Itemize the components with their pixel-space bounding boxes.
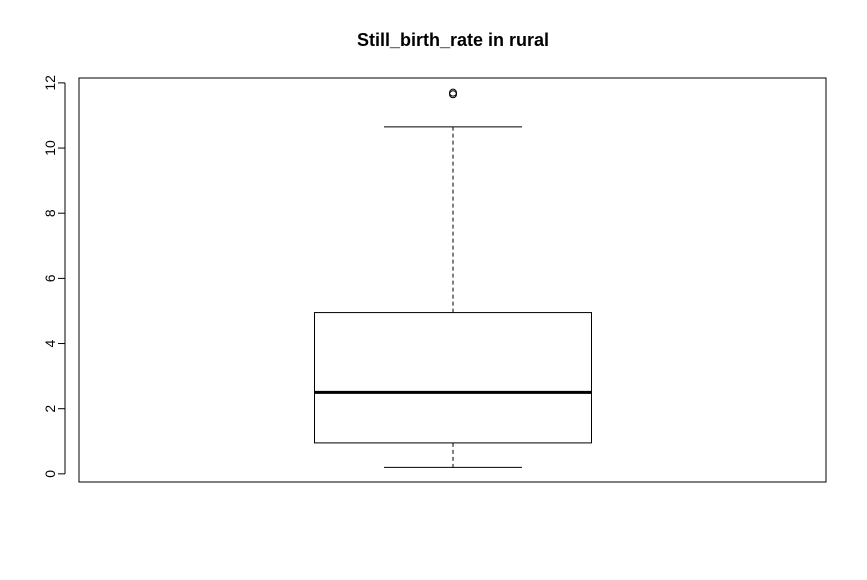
plot-frame — [78, 77, 827, 483]
y-tick-label: 4 — [42, 339, 58, 347]
y-tick-label: 10 — [42, 140, 58, 156]
y-axis: 0 2 4 6 8 10 12 — [42, 75, 66, 478]
box-plot — [314, 88, 592, 468]
iqr-box — [314, 312, 592, 444]
y-tick-label: 12 — [42, 75, 58, 91]
chart-title: Still_birth_rate in rural — [357, 30, 549, 50]
outlier-point — [449, 88, 457, 97]
y-tick-label: 8 — [42, 209, 58, 217]
outlier-point — [449, 90, 457, 99]
y-tick-label: 0 — [42, 470, 58, 478]
y-tick-label: 6 — [42, 274, 58, 282]
y-tick-label: 2 — [42, 405, 58, 413]
